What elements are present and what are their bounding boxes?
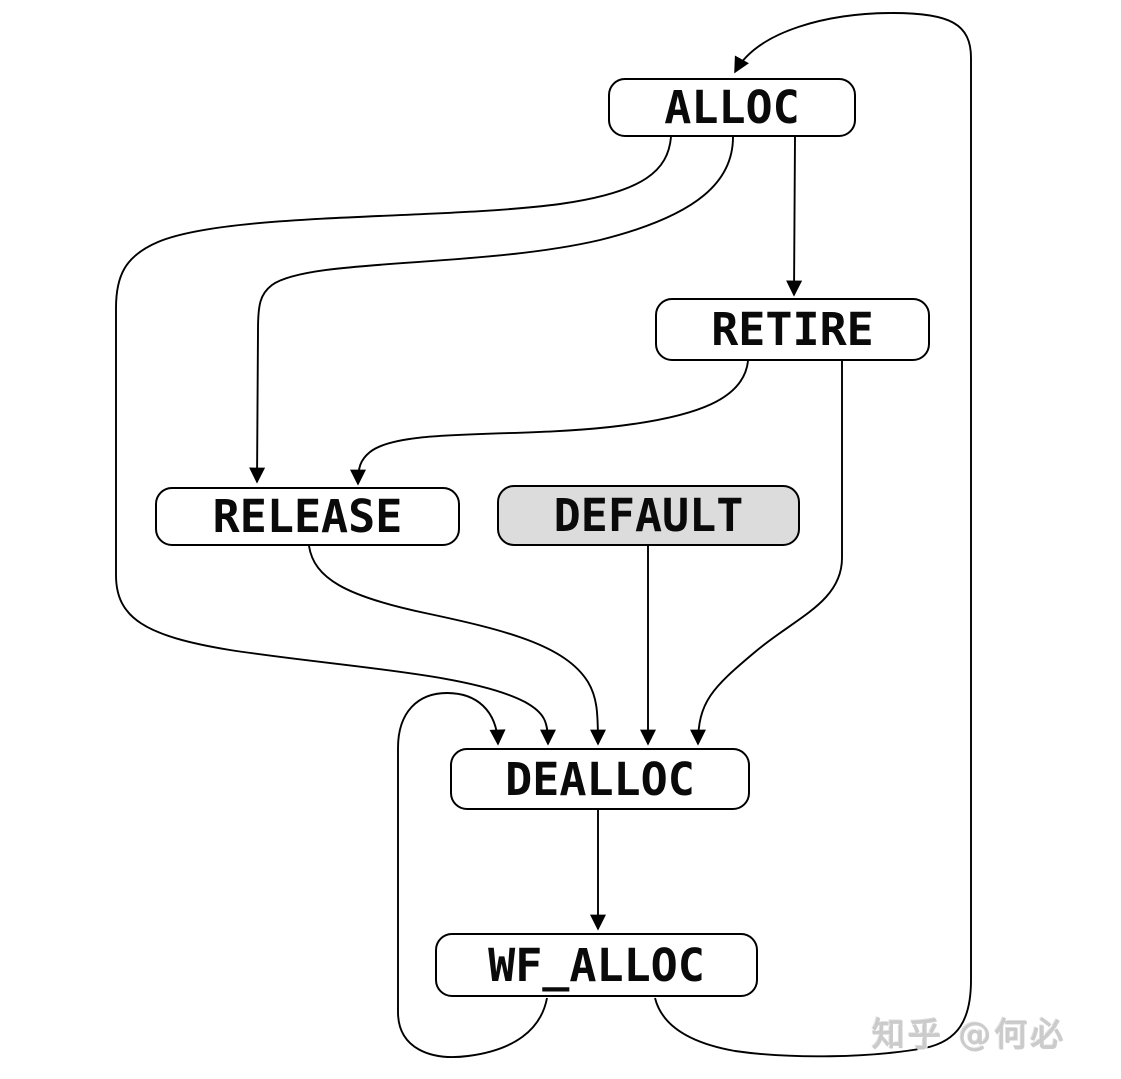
node-retire: RETIRE <box>655 298 930 361</box>
edge-alloc-to-retire <box>786 136 803 297</box>
node-release: RELEASE <box>155 487 460 546</box>
node-alloc: ALLOC <box>608 78 856 137</box>
zhihu-watermark: 知乎 @何必 <box>872 1015 1067 1054</box>
edge-wf_alloc-to-dealloc <box>397 692 548 1058</box>
node-dealloc: DEALLOC <box>450 748 750 810</box>
node-wf-alloc: WF_ALLOC <box>435 933 758 997</box>
edge-release-to-dealloc <box>308 545 606 746</box>
edge-retire-to-release <box>350 360 749 486</box>
edge-retire-to-dealloc <box>690 361 843 746</box>
node-default: DEFAULT <box>497 485 800 546</box>
edge-alloc-to-dealloc <box>115 136 672 746</box>
edge-alloc-to-release <box>249 136 734 484</box>
edge-wf_alloc-to-alloc <box>654 12 972 1058</box>
